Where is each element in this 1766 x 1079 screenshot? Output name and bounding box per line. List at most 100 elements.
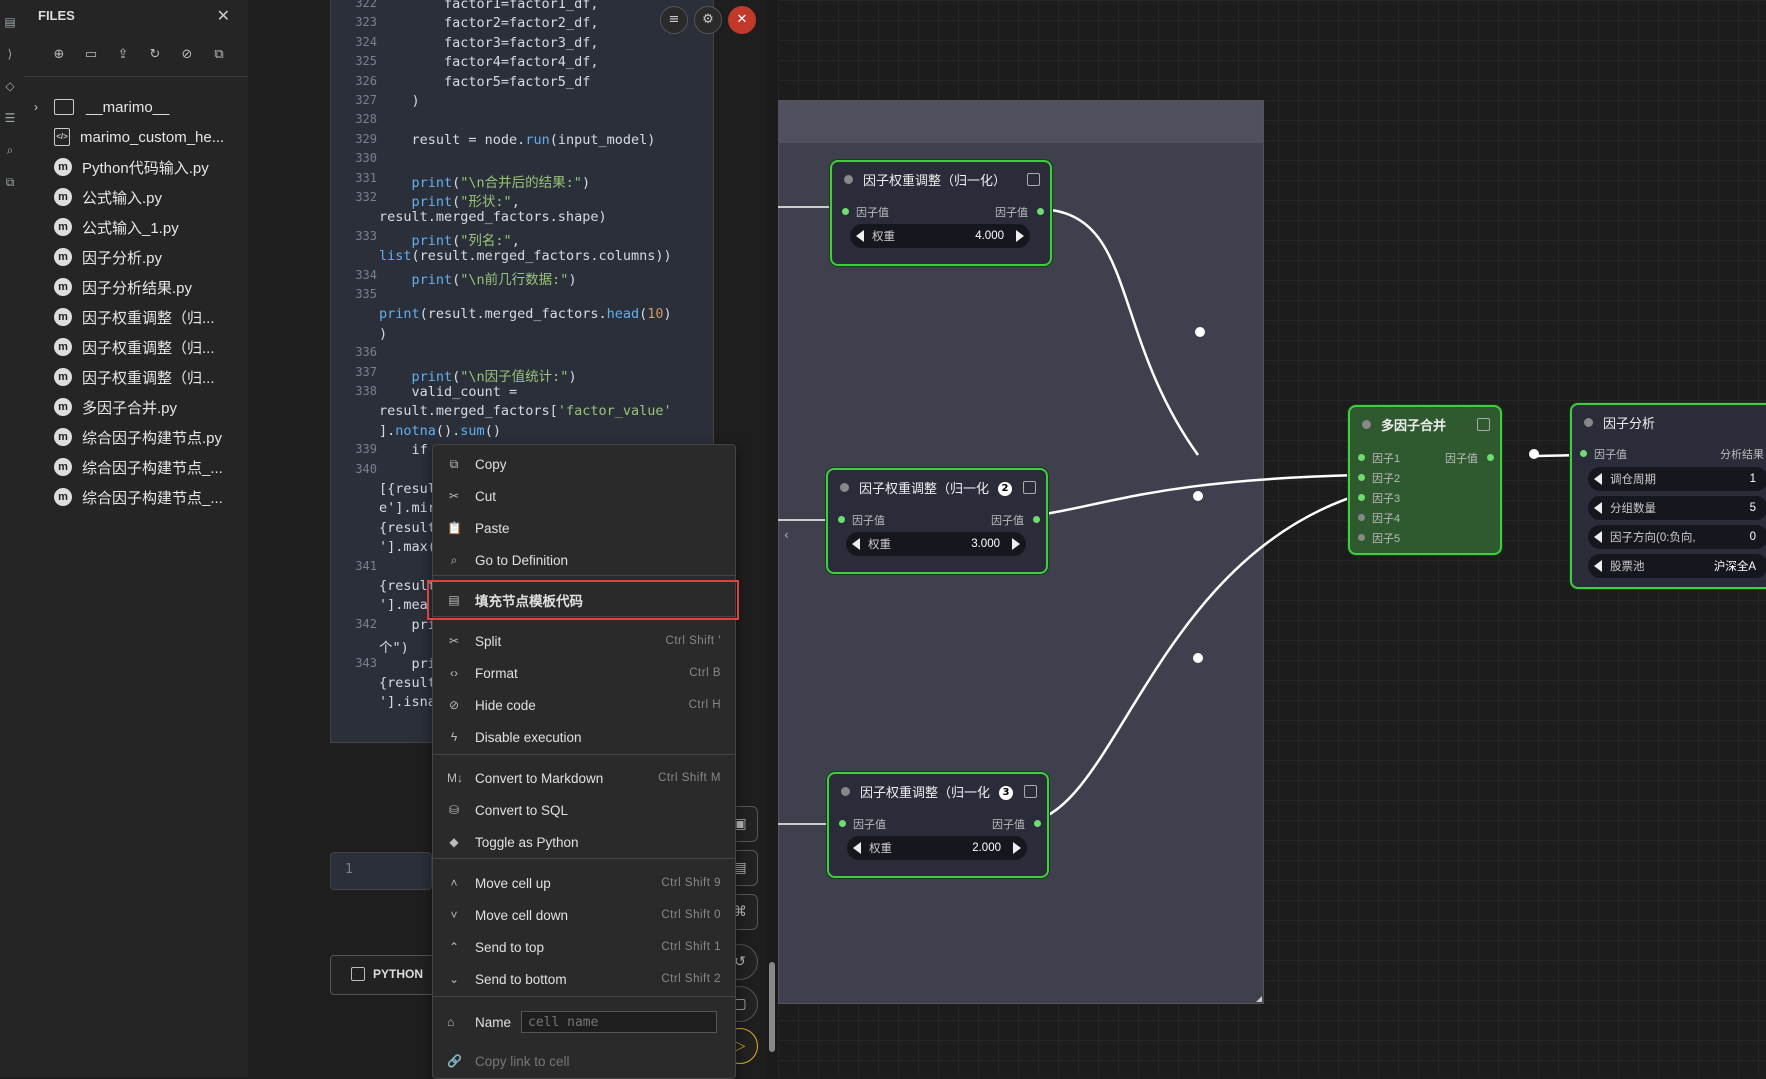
decrement-arrow-icon[interactable] xyxy=(1594,531,1602,543)
search-icon[interactable]: ⌕ xyxy=(6,143,14,157)
files-icon[interactable]: ▤ xyxy=(4,15,16,29)
node-factor-analysis[interactable]: 因子分析 因子值 分析结果 调仓周期 1 分组数量 5 因子方向(0:负向, 0… xyxy=(1570,403,1766,589)
delete-cell-icon[interactable]: ✕ xyxy=(728,6,756,34)
new-folder-icon[interactable]: ▭ xyxy=(84,47,98,62)
node-weight-1[interactable]: 因子权重调整（归一化） 因子值 因子值 权重 4.000 xyxy=(830,160,1052,266)
decrement-arrow-icon[interactable] xyxy=(1594,473,1602,485)
node-group-header[interactable] xyxy=(779,101,1263,143)
decrement-arrow-icon[interactable] xyxy=(852,538,860,550)
close-icon[interactable]: ✕ xyxy=(216,6,230,25)
variables-icon[interactable]: ⟩ xyxy=(7,47,13,61)
node-merge[interactable]: 多因子合并 因子1 因子2 因子3 因子4 因子5 因子值 xyxy=(1348,405,1502,555)
decrement-arrow-icon[interactable] xyxy=(1594,560,1602,572)
menu-item[interactable]: ⛁Convert to SQL xyxy=(433,795,735,825)
menu-item[interactable]: ◆Toggle as Python xyxy=(433,827,735,857)
upload-icon[interactable]: ⇪ xyxy=(117,47,129,62)
input-port-3[interactable] xyxy=(1358,494,1365,501)
hide-files-icon[interactable]: ⊘ xyxy=(181,47,193,62)
cell-menu-icon[interactable]: ≡ xyxy=(660,6,688,34)
menu-item[interactable]: ⧉Copy xyxy=(433,449,735,479)
increment-arrow-icon[interactable] xyxy=(1016,230,1024,242)
scrollbar[interactable] xyxy=(766,0,778,1077)
python-button[interactable]: PYTHON xyxy=(330,955,442,995)
input-port-2[interactable] xyxy=(1358,474,1365,481)
input-label: 因子值 xyxy=(852,515,885,527)
menu-item[interactable]: 📋Paste xyxy=(433,513,735,543)
code-line: print("\n前几行数据:") xyxy=(411,271,577,288)
graph-canvas[interactable]: 因子权重调整（归一化） 因子值 因子值 权重 4.000 因子权重调整（归一化 … xyxy=(778,0,1766,1077)
gear-icon[interactable]: ⚙ xyxy=(694,6,722,34)
new-file-icon[interactable]: ⊕ xyxy=(53,47,65,62)
dependencies-icon[interactable]: ⧉ xyxy=(5,175,15,189)
folder-row[interactable]: ›__marimo__ xyxy=(34,92,244,122)
package-icon[interactable]: ◇ xyxy=(5,79,15,93)
outline-icon[interactable]: ☰ xyxy=(4,111,16,125)
file-row[interactable]: </>marimo_custom_he... xyxy=(34,122,264,152)
cell-name-input[interactable] xyxy=(521,1011,717,1033)
weight-widget[interactable]: 权重 3.000 xyxy=(846,532,1026,556)
code-cell-new[interactable]: 1 xyxy=(330,852,432,890)
collapse-arrow-icon[interactable]: ‹ xyxy=(784,528,789,542)
input-port-4[interactable] xyxy=(1358,514,1365,521)
node-weight-3[interactable]: 因子权重调整（归一化 3 因子值 因子值 权重 2.000 xyxy=(827,772,1049,878)
scrollbar-thumb[interactable] xyxy=(769,962,775,1052)
files-panel: FILES ✕ ⊕ ▭ ⇪ ↻ ⊘ ⧉ ›__marimo__</>marimo… xyxy=(24,0,249,1077)
menu-item[interactable]: ✂Cut xyxy=(433,481,735,511)
menu-item[interactable]: ⌕Go to Definition xyxy=(433,545,735,575)
file-label: 公式输入.py xyxy=(82,189,163,207)
edit-icon[interactable] xyxy=(1027,173,1040,186)
edit-icon[interactable] xyxy=(1024,785,1037,798)
stock-pool-widget[interactable]: 股票池 沪深全A xyxy=(1588,554,1766,578)
chevron-right-icon[interactable]: › xyxy=(34,100,38,114)
output-port[interactable] xyxy=(1034,820,1041,827)
node-weight-2[interactable]: 因子权重调整（归一化 2 因子值 因子值 权重 3.000 xyxy=(826,468,1048,574)
edit-icon[interactable] xyxy=(1023,481,1036,494)
decrement-arrow-icon[interactable] xyxy=(853,842,861,854)
input-port-1[interactable] xyxy=(1358,454,1365,461)
decrement-arrow-icon[interactable] xyxy=(1594,502,1602,514)
edit-icon[interactable] xyxy=(1477,418,1490,431)
group-count-widget[interactable]: 分组数量 5 xyxy=(1588,496,1766,520)
increment-arrow-icon[interactable] xyxy=(1012,538,1020,550)
input-port[interactable] xyxy=(838,516,845,523)
weight-widget[interactable]: 权重 2.000 xyxy=(847,836,1027,860)
refresh-icon[interactable]: ↻ xyxy=(149,47,161,62)
increment-arrow-icon[interactable] xyxy=(1013,842,1021,854)
input-port[interactable] xyxy=(842,208,849,215)
decrement-arrow-icon[interactable] xyxy=(856,230,864,242)
factor-direction-widget[interactable]: 因子方向(0:负向, 0 xyxy=(1588,525,1766,549)
input-port[interactable] xyxy=(1580,450,1587,457)
rebalance-period-widget[interactable]: 调仓周期 1 xyxy=(1588,467,1766,491)
weight-widget[interactable]: 权重 4.000 xyxy=(850,224,1030,248)
menu-item[interactable]: ▤填充节点模板代码 xyxy=(433,585,735,615)
collapse-all-icon[interactable]: ⧉ xyxy=(214,47,224,62)
output-port[interactable] xyxy=(1037,208,1044,215)
input-port-5[interactable] xyxy=(1358,534,1365,541)
copy-link-menu-item[interactable]: 🔗Copy link to cell xyxy=(433,1046,735,1076)
input-port[interactable] xyxy=(839,820,846,827)
output-port[interactable] xyxy=(1487,454,1494,461)
widget-value: 5 xyxy=(1749,502,1756,514)
output-port[interactable] xyxy=(1033,516,1040,523)
